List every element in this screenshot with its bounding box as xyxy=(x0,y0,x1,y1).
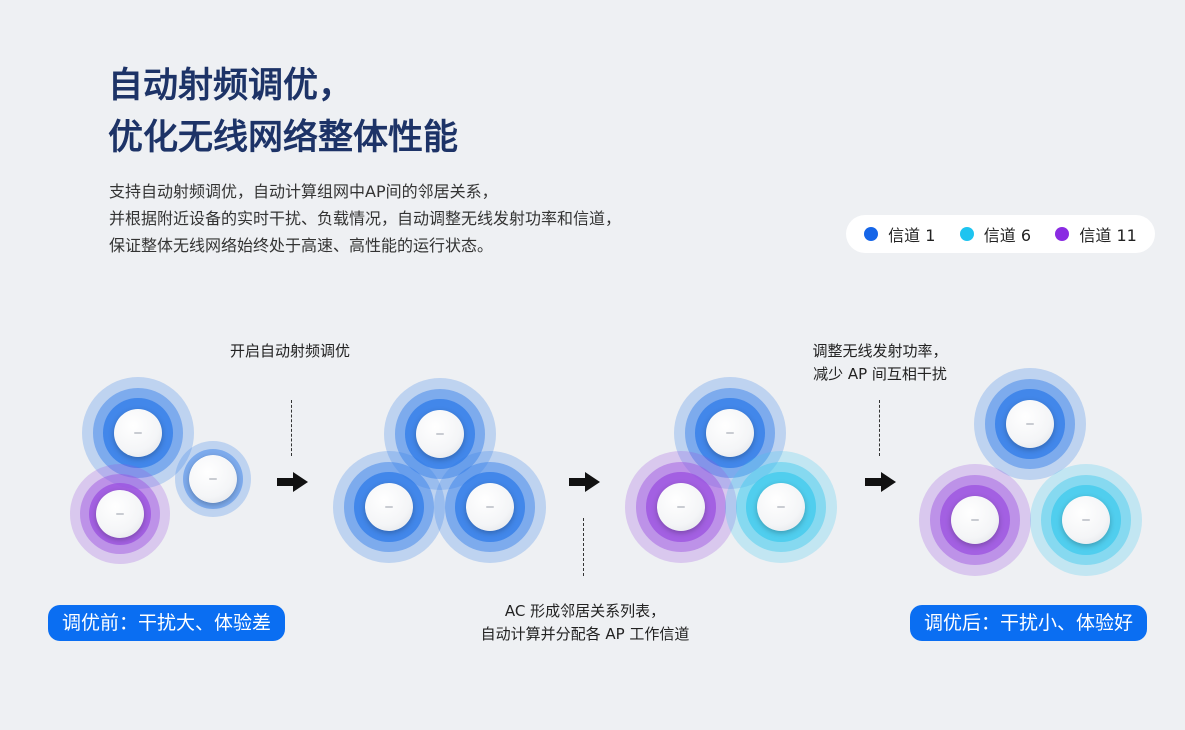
channel-6-dot-icon xyxy=(959,227,974,241)
step2-caption-line-1: AC 形成邻居关系列表， xyxy=(504,602,666,620)
legend-item-channel-11: 信道 11 xyxy=(1055,222,1137,246)
access-point-device-icon xyxy=(365,483,413,531)
description: 支持自动射频调优，自动计算组网中AP间的邻居关系， 并根据附近设备的实时干扰、负… xyxy=(109,178,621,259)
access-point-device-icon xyxy=(757,483,805,531)
step1-divider xyxy=(291,400,292,456)
description-line-3: 保证整体无线网络始终处于高速、高性能的运行状态。 xyxy=(109,236,494,255)
access-point-device-icon xyxy=(189,455,237,503)
access-point-device-icon xyxy=(706,409,754,457)
arrow-right-icon xyxy=(865,472,896,492)
step3-caption-line-2: 减少 AP 间互相干扰 xyxy=(813,365,947,383)
step2-caption: AC 形成邻居关系列表， 自动计算并分配各 AP 工作信道 xyxy=(430,600,740,646)
access-point-device-icon xyxy=(114,409,162,457)
channel-1-dot-icon xyxy=(864,227,879,241)
step3-divider xyxy=(879,400,880,456)
step3-caption-line-1: 调整无线发射功率， xyxy=(812,342,948,360)
arrow-right-icon xyxy=(277,472,308,492)
legend-item-channel-1: 信道 1 xyxy=(864,222,935,246)
title-line-1: 自动射频调优， xyxy=(108,66,354,106)
access-point-device-icon xyxy=(96,490,144,538)
channel-11-dot-icon xyxy=(1055,227,1070,241)
step1-caption: 开启自动射频调优 xyxy=(229,342,350,360)
access-point-device-icon xyxy=(1006,400,1054,448)
legend-label: 信道 6 xyxy=(983,226,1032,245)
access-point-device-icon xyxy=(951,496,999,544)
after-badge: 调优后：干扰小、体验好 xyxy=(910,605,1148,641)
access-point-device-icon xyxy=(466,483,514,531)
before-badge: 调优前：干扰大、体验差 xyxy=(48,605,286,641)
title-line-2: 优化无线网络整体性能 xyxy=(108,118,459,158)
legend-item-channel-6: 信道 6 xyxy=(959,222,1032,246)
access-point-device-icon xyxy=(657,483,705,531)
step3-caption: 调整无线发射功率， 减少 AP 间互相干扰 xyxy=(780,340,980,386)
legend-label: 信道 1 xyxy=(888,226,936,245)
arrow-right-icon xyxy=(569,472,600,492)
page-title: 自动射频调优， 优化无线网络整体性能 xyxy=(108,60,458,164)
step2-caption-line-2: 自动计算并分配各 AP 工作信道 xyxy=(480,625,690,643)
access-point-device-icon xyxy=(416,410,464,458)
legend-label: 信道 11 xyxy=(1079,226,1137,245)
description-line-2: 并根据附近设备的实时干扰、负载情况，自动调整无线发射功率和信道， xyxy=(109,209,622,228)
channel-legend: 信道 1 信道 6 信道 11 xyxy=(846,215,1155,253)
step2-divider xyxy=(583,518,584,576)
description-line-1: 支持自动射频调优，自动计算组网中AP间的邻居关系， xyxy=(109,182,498,201)
access-point-device-icon xyxy=(1062,496,1110,544)
